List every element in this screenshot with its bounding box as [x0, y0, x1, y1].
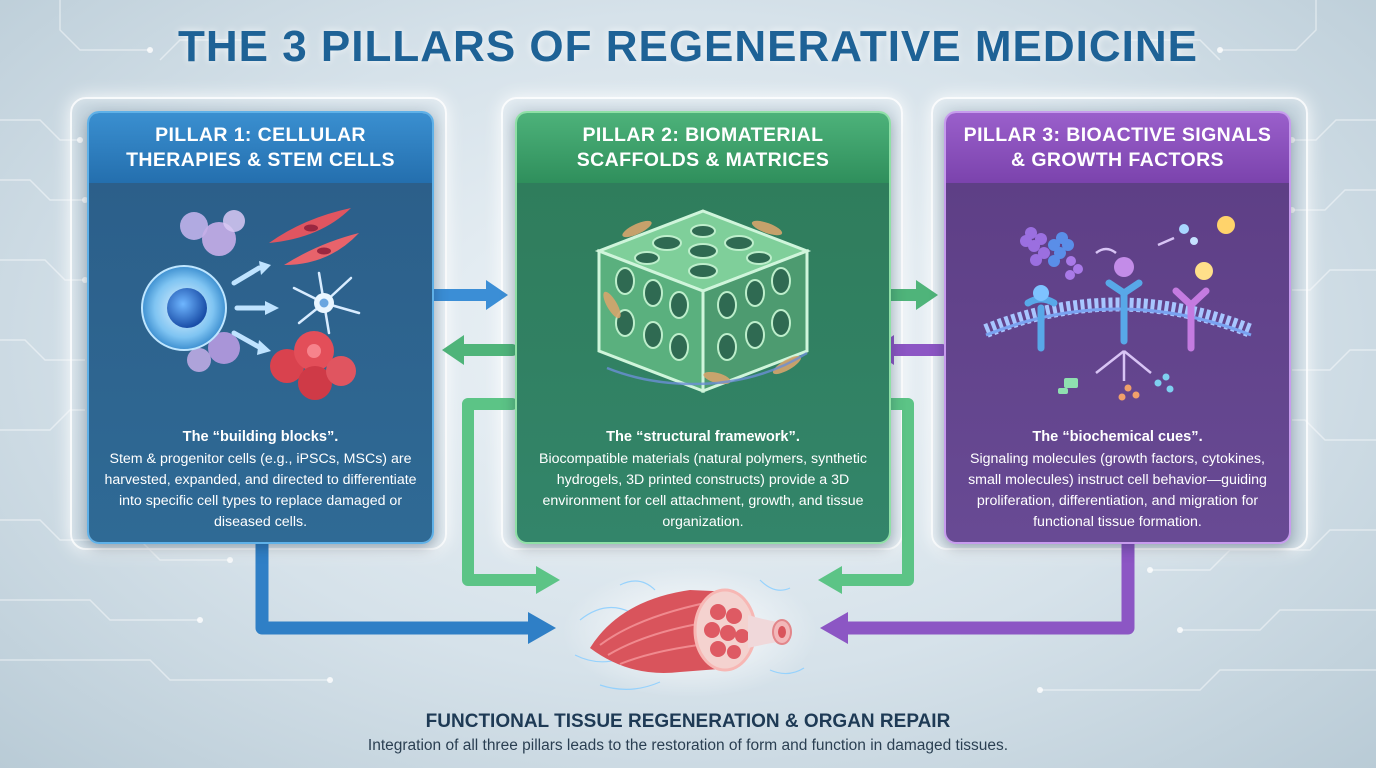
pillar-2-lead: The “structural framework”. — [606, 429, 800, 445]
outcome-description: Integration of all three pillars leads t… — [367, 737, 1009, 754]
pillar-2-description: Biocompatible materials (natural polymer… — [538, 450, 868, 530]
pillar-2-heading: PILLAR 2: BIOMATERIAL SCAFFOLDS & MATRIC… — [517, 113, 889, 183]
arrow-p1-to-tissue — [255, 533, 537, 635]
stem-cell-differentiation-icon — [141, 208, 361, 400]
pillar-2-card: PILLAR 2: BIOMATERIAL SCAFFOLDS & MATRIC… — [515, 111, 891, 544]
arrow-p2-left-to-tissue — [462, 398, 544, 586]
pillar-1-card: PILLAR 1: CELLULAR THERAPIES & STEM CELL… — [87, 111, 434, 544]
pillar-2-glow-frame — [501, 97, 903, 550]
pillar-1-description-block: The “building blocks”. Stem & progenitor… — [99, 427, 422, 533]
muscle-tissue-icon — [562, 566, 818, 698]
pillar-1-description: Stem & progenitor cells (e.g., iPSCs, MS… — [104, 450, 417, 530]
cell-membrane-receptor-icon — [983, 216, 1254, 401]
pillar-3-description: Signaling molecules (growth factors, cyt… — [968, 450, 1267, 530]
pillar-3-description-block: The “biochemical cues”. Signaling molecu… — [956, 427, 1279, 533]
pillar-3-body — [946, 183, 1289, 542]
pillar-1-body — [89, 183, 432, 542]
page-title: THE 3 PILLARS OF REGENERATIVE MEDICINE — [178, 22, 1198, 71]
pillar-3-lead: The “biochemical cues”. — [1032, 429, 1203, 445]
outcome-title: FUNCTIONAL TISSUE REGENERATION & ORGAN R… — [425, 711, 951, 732]
arrow-p3-to-tissue — [839, 533, 1135, 635]
pillar-1-lead: The “building blocks”. — [182, 429, 339, 445]
pillar-1-heading: PILLAR 1: CELLULAR THERAPIES & STEM CELL… — [89, 113, 432, 183]
pillar-3-card: PILLAR 3: BIOACTIVE SIGNALS & GROWTH FAC… — [944, 111, 1291, 544]
pillar-2-description-block: The “structural framework”. Biocompatibl… — [527, 427, 879, 533]
porous-scaffold-icon — [594, 209, 812, 394]
pillar-3-glow-frame — [931, 97, 1308, 550]
pillar-3-heading: PILLAR 3: BIOACTIVE SIGNALS & GROWTH FAC… — [946, 113, 1289, 183]
